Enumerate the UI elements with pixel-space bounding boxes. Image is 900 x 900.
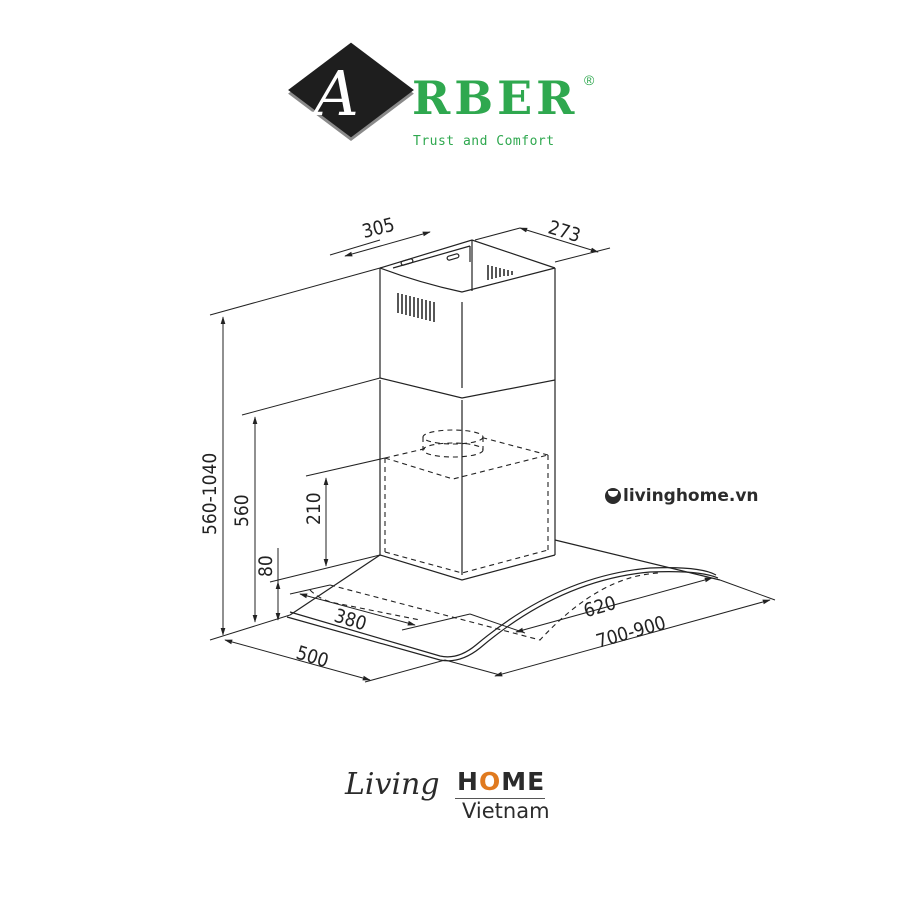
logo-home-o: O — [478, 767, 502, 796]
dim-chimney-width: 305 — [360, 214, 397, 243]
livinghome-watermark: livinghome.vn — [605, 486, 759, 506]
chimney-vents — [397, 265, 513, 322]
arber-tagline: Trust and Comfort — [413, 134, 555, 149]
dim-motor-height: 210 — [303, 492, 325, 525]
arber-logo-wordmark: RBER — [412, 71, 579, 125]
arber-logo-initial: A — [314, 57, 359, 130]
livinghome-circle-icon — [605, 488, 621, 504]
logo-home-wordmark: HOME — [457, 767, 545, 796]
dimension-labels: 305 273 560-1040 560 210 80 380 500 620 … — [199, 214, 668, 673]
livinghome-vietnam-logo: Living HOME Vietnam — [345, 765, 555, 825]
dim-lower-height: 560 — [231, 494, 253, 527]
logo-divider — [455, 798, 545, 799]
dim-chimney-depth: 273 — [546, 217, 584, 248]
watermark-text: livinghome.vn — [623, 486, 759, 506]
logo-home-me: ME — [501, 767, 546, 796]
dim-glass-height: 80 — [255, 555, 277, 577]
registered-mark: ® — [584, 72, 595, 88]
arber-logo: A RBER ® Trust and Comfort — [288, 42, 610, 155]
dim-outer-width: 700-900 — [594, 612, 669, 653]
hood-outline — [286, 239, 721, 662]
dim-outer-depth: 500 — [293, 642, 331, 673]
logo-home-h: H — [457, 767, 479, 796]
dim-inner-width: 620 — [581, 592, 618, 622]
dimension-lines — [209, 227, 776, 683]
dim-total-height: 560-1040 — [199, 453, 221, 535]
logo-vietnam: Vietnam — [462, 799, 550, 823]
logo-living-script: Living — [345, 767, 440, 802]
